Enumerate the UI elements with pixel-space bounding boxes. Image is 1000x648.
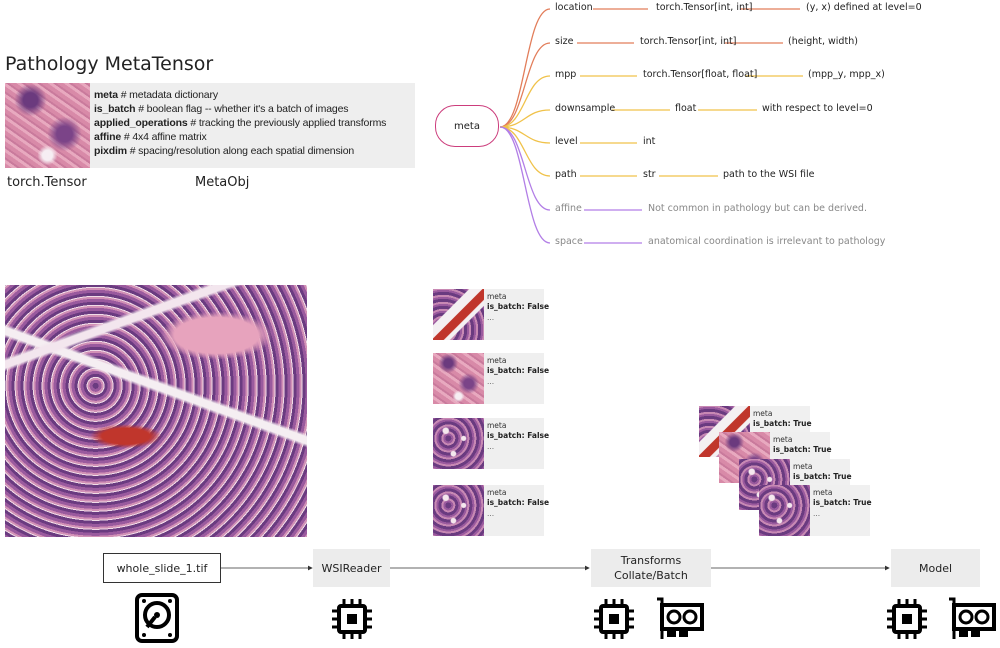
pipeline-arrows (221, 565, 890, 571)
patch-meta: meta (487, 488, 507, 497)
meta-line: pixdim # spacing/resolution along each s… (94, 145, 355, 157)
mindmap-edge (499, 126, 551, 244)
mindmap-type: float (675, 103, 697, 114)
patch-more: ... (487, 313, 495, 322)
mindmap-key: location (555, 2, 593, 13)
patch-more: ... (813, 509, 821, 518)
patch-meta: meta (487, 421, 507, 430)
cpu-icon (594, 599, 634, 639)
mindmap-edge (499, 109, 551, 128)
cpu-icon (887, 599, 927, 639)
mindmap-desc: (mpp_y, mpp_x) (808, 69, 885, 80)
mindmap-key: space (555, 236, 583, 247)
mindmap-type: torch.Tensor[float, float] (643, 69, 758, 80)
meta-line: is_batch # boolean flag -- whether it's … (94, 103, 349, 115)
patch-image (759, 485, 810, 536)
meta-line: affine # 4x4 affine matrix (94, 131, 207, 143)
mindmap-key: size (555, 36, 574, 47)
transforms-label: Transforms (620, 554, 682, 567)
collate-label: Collate/Batch (614, 569, 688, 582)
patch-more: ... (487, 442, 495, 451)
mindmap-key: level (555, 136, 578, 147)
patch-tile: meta is_batch: False... (433, 353, 549, 404)
patch-is-batch: is_batch: True (773, 445, 832, 454)
patch-image (433, 289, 484, 340)
mindmap-edge (499, 126, 551, 211)
tensor-thumbnail (5, 83, 90, 168)
patch-image (433, 485, 484, 536)
mindmap-key: mpp (555, 69, 577, 80)
mindmap-desc: (height, width) (788, 36, 858, 47)
mindmap-key: downsample (555, 103, 616, 114)
patch-more: ... (487, 509, 495, 518)
meta-line: meta # metadata dictionary (94, 89, 218, 101)
metaobj-caption: MetaObj (195, 175, 250, 190)
patch-meta: meta (813, 488, 833, 497)
patch-meta: meta (487, 356, 507, 365)
page-title: Pathology MetaTensor (5, 53, 214, 75)
wsireader-node: WSIReader (313, 549, 390, 587)
patch-is-batch: is_batch: False (487, 498, 550, 507)
patch-is-batch: is_batch: False (487, 302, 550, 311)
patch-tile: meta is_batch: False... (433, 485, 549, 536)
patch-is-batch: is_batch: True (753, 419, 812, 428)
patch-is-batch: is_batch: True (813, 498, 872, 507)
gpu-icon (949, 597, 996, 639)
mindmap-connectors (499, 8, 803, 244)
mindmap-desc: anatomical coordination is irrelevant to… (648, 236, 886, 247)
patch-image (433, 418, 484, 469)
mindmap-edge (499, 8, 551, 128)
patch-meta: meta (773, 435, 793, 444)
patch-meta: meta (753, 409, 773, 418)
mindmap-type: torch.Tensor[int, int] (656, 2, 753, 13)
mindmap-type: str (643, 169, 656, 180)
mindmap-desc: with respect to level=0 (762, 103, 873, 114)
patch-tile: meta is_batch: False... (433, 418, 549, 469)
transforms-node: Transforms Collate/Batch (591, 549, 711, 587)
mindmap-edge (499, 126, 551, 144)
batch-patch: meta is_batch: True... (759, 485, 872, 536)
mindmap-root-node: meta (435, 105, 499, 147)
patch-meta: meta (793, 462, 813, 471)
patch-more: ... (487, 377, 495, 386)
mindmap-desc: (y, x) defined at level=0 (806, 2, 922, 13)
whole-slide-image (5, 285, 307, 537)
gpu-icon (657, 597, 704, 639)
mindmap-desc: Not common in pathology but can be deriv… (648, 203, 867, 214)
file-node: whole_slide_1.tif (103, 553, 221, 583)
mindmap-type: int (643, 136, 656, 147)
mindmap-desc: path to the WSI file (723, 169, 815, 180)
patch-is-batch: is_batch: False (487, 366, 550, 375)
patch-image (433, 353, 484, 404)
mindmap-edge (499, 75, 551, 128)
cpu-icon (332, 599, 372, 639)
patch-is-batch: is_batch: True (793, 472, 852, 481)
mindmap-type: torch.Tensor[int, int] (640, 36, 737, 47)
mindmap-edge (499, 42, 551, 128)
patch-meta: meta (487, 292, 507, 301)
hard-drive-icon (135, 593, 179, 643)
mindmap-key: affine (555, 203, 582, 214)
patch-tile: meta is_batch: False... (433, 289, 549, 340)
mindmap-key: path (555, 169, 577, 180)
tensor-caption: torch.Tensor (7, 175, 87, 190)
meta-line: applied_operations # tracking the previo… (94, 117, 387, 129)
mindmap-edge (499, 126, 551, 177)
model-node: Model (891, 549, 980, 587)
patch-is-batch: is_batch: False (487, 431, 550, 440)
